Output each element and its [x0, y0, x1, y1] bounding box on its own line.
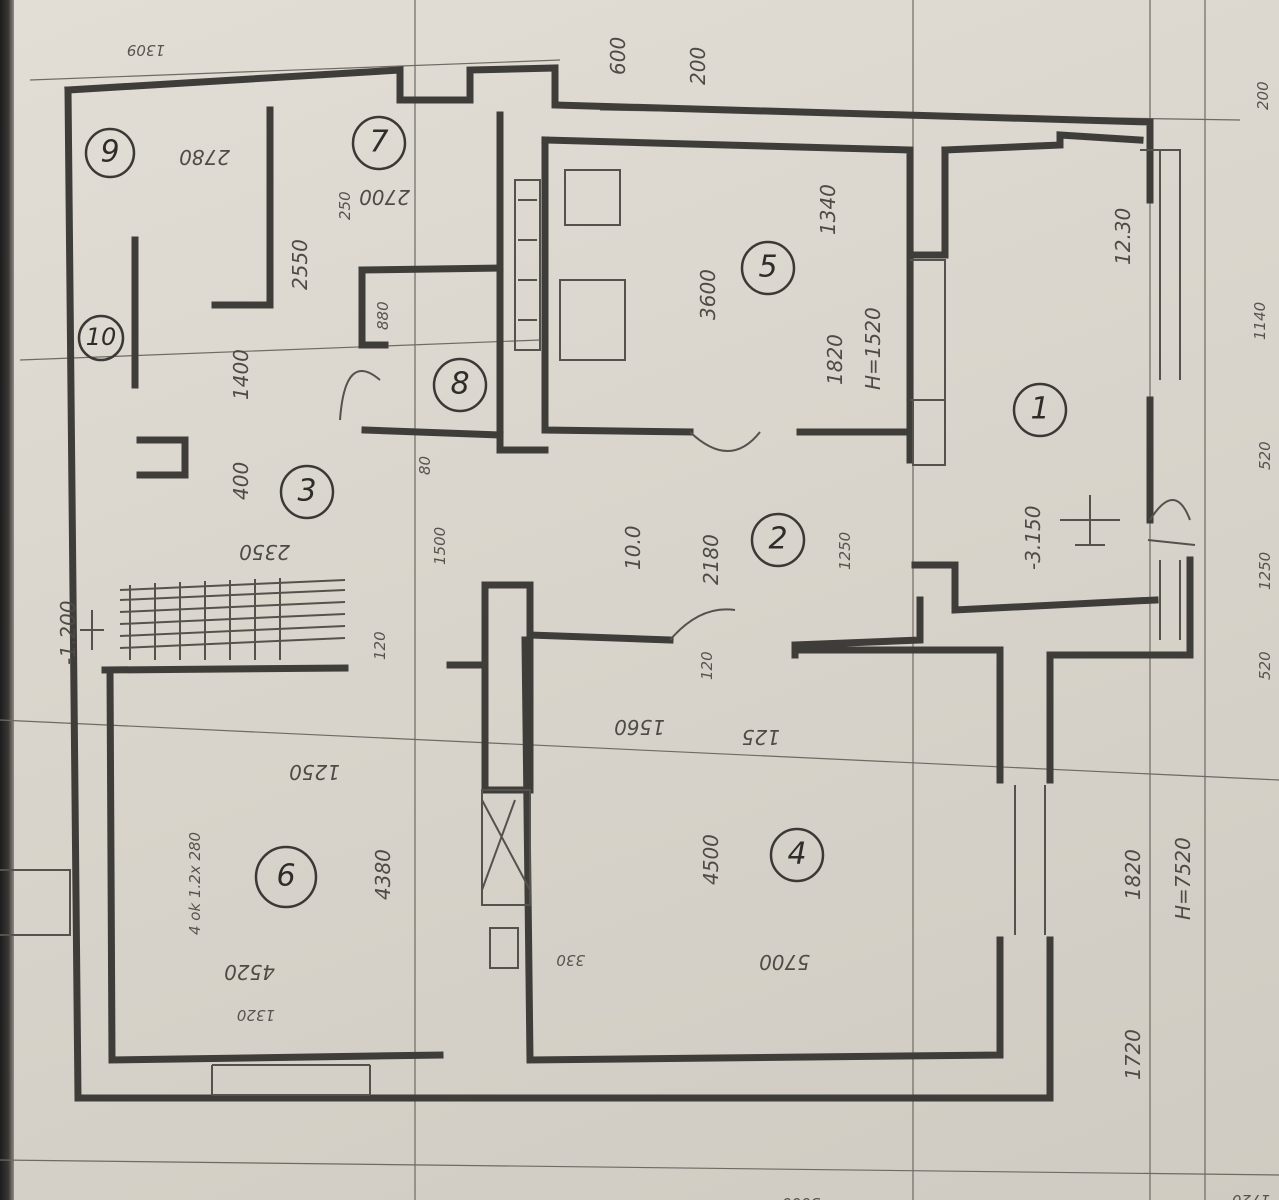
- room-9-marker: [84, 127, 136, 179]
- window-note: 4 ok 1.2x 280: [186, 832, 204, 935]
- dim-600: 600: [606, 37, 630, 75]
- room-markers: 1 2 3 4 5 6 7 8 9 10: [77, 115, 1068, 909]
- dim-2780: 2780: [179, 145, 230, 169]
- room-4-height: H=7520: [1171, 837, 1195, 920]
- walls: [0, 64, 1196, 1102]
- dim-200-b: 200: [1254, 81, 1272, 110]
- room-2-number: 2: [768, 522, 787, 557]
- room-2-marker: [750, 512, 806, 568]
- room-7-marker: [351, 115, 407, 171]
- room-6-number: 6: [276, 859, 295, 894]
- dim-1320: 1320: [237, 1006, 275, 1024]
- room-6-marker: [254, 845, 318, 909]
- dim-520-a: 520: [1256, 651, 1274, 680]
- stair-level: -1.200: [56, 601, 80, 665]
- room-7-number: 7: [369, 125, 388, 160]
- dim-1720-b: 1720: [1232, 1191, 1270, 1200]
- room-1-number: 1: [1030, 392, 1049, 427]
- dim-1820-b: 1820: [1121, 849, 1145, 900]
- dim-2180: 2180: [699, 534, 723, 585]
- dim-4380: 4380: [371, 849, 395, 900]
- dim-1560: 1560: [614, 715, 665, 739]
- room-5-number: 5: [758, 250, 777, 285]
- room-5-height: H=1520: [861, 307, 885, 390]
- annotations: 12.30 10.0 -3.150 -1.200 H=1520 H=7520 4…: [56, 208, 1195, 935]
- room-5-marker: [740, 240, 796, 296]
- room-9-number: 9: [100, 135, 119, 170]
- dim-120-b: 120: [698, 651, 716, 680]
- room-10-marker: [77, 314, 125, 362]
- dim-1820-a: 1820: [823, 334, 847, 385]
- dim-200: 200: [686, 47, 710, 85]
- dim-1400: 1400: [229, 349, 253, 400]
- dim-330: 330: [556, 951, 585, 969]
- dim-5700: 5700: [759, 950, 810, 974]
- dim-2550: 2550: [288, 239, 312, 290]
- dim-4520: 4520: [224, 960, 275, 984]
- dim-2700: 2700: [359, 185, 410, 209]
- dim-520-b: 520: [1256, 441, 1274, 470]
- dim-1250-a: 1250: [836, 532, 854, 570]
- room-4-marker: [769, 827, 825, 883]
- dim-1720: 1720: [1121, 1029, 1145, 1080]
- notebook-binding: [0, 0, 14, 1200]
- room-8-marker: [432, 357, 488, 413]
- dimensions: 600 200 2780 2700 2550 3600 1340 1820 14…: [127, 37, 1274, 1200]
- dim-80: 80: [416, 456, 434, 475]
- room-1-area: 12.30: [1111, 208, 1135, 265]
- room-4-number: 4: [787, 837, 806, 872]
- dim-3600: 3600: [696, 269, 720, 320]
- dim-2350: 2350: [239, 540, 290, 564]
- dim-125: 125: [742, 725, 780, 749]
- dim-880: 880: [374, 301, 392, 330]
- dim-1309: 1309: [127, 41, 165, 59]
- dim-1340: 1340: [816, 184, 840, 235]
- dim-1500: 1500: [431, 527, 449, 565]
- dim-1250-c: 1250: [1256, 552, 1274, 590]
- room-2-area: 10.0: [621, 525, 645, 570]
- room-3-marker: [279, 464, 335, 520]
- dim-400: 400: [229, 462, 253, 500]
- dim-3000: 3000: [782, 1194, 820, 1200]
- dim-250: 250: [336, 191, 354, 220]
- room-10-number: 10: [86, 323, 117, 351]
- room-3-number: 3: [297, 474, 316, 509]
- room-1-marker: [1012, 382, 1068, 438]
- dim-1140: 1140: [1251, 302, 1269, 340]
- ground-level: -3.150: [1021, 506, 1045, 570]
- dim-1250-b: 1250: [289, 760, 340, 784]
- dim-120-a: 120: [371, 631, 389, 660]
- dim-4500: 4500: [699, 834, 723, 885]
- room-8-number: 8: [450, 367, 469, 402]
